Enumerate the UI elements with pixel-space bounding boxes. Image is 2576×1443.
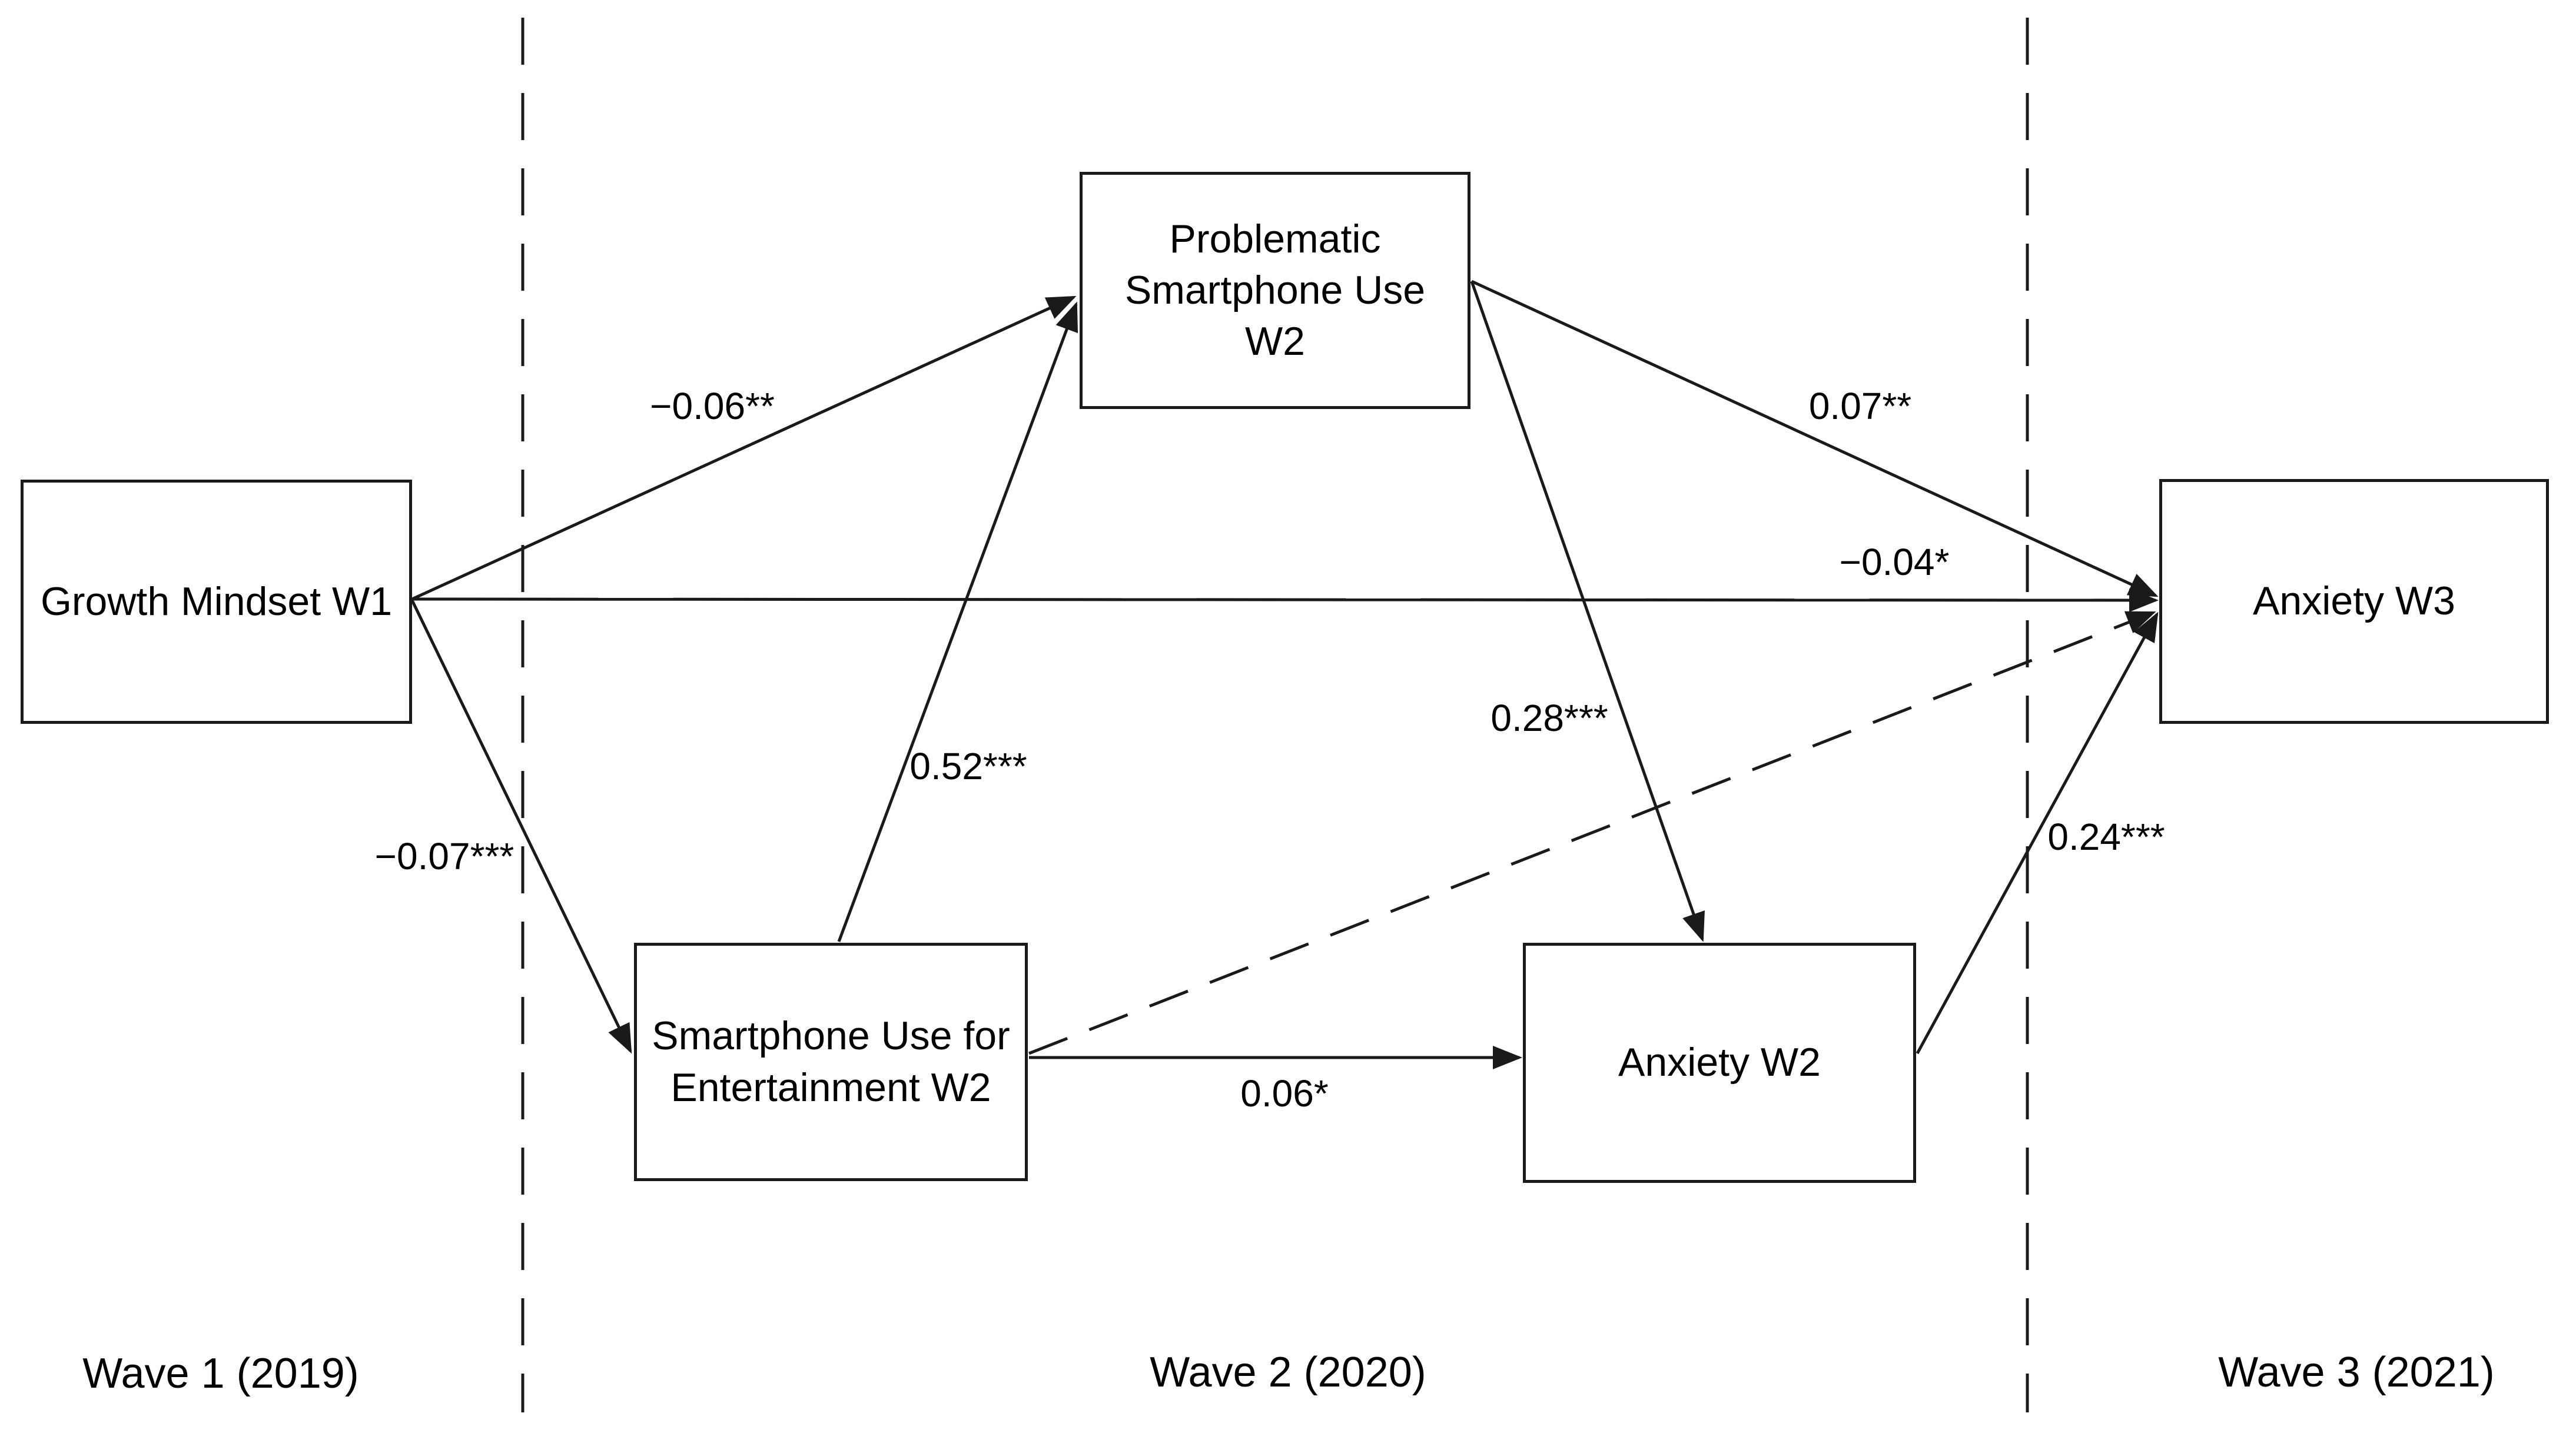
wave-2-caption: Wave 2 (2020) [1150,1349,1426,1396]
path-psu-to-anxiety-w3-line [1470,280,2159,597]
node-anxiety-w3-label: Anxiety W3 [2253,578,2455,624]
node-smartphone-use-entertainment-w2: Smartphone Use for Entertainment W2 [634,943,1028,1181]
coef-aw2-to-anxiety-w3: 0.24*** [2047,816,2165,858]
path-aw2-to-anxiety-w3-line [1916,611,2159,1055]
node-problematic-smartphone-use-w2-label: Problematic Smartphone Use W2 [1124,216,1426,364]
coef-gm-to-sue: −0.07*** [374,835,514,877]
node-smartphone-use-entertainment-w2-label: Smartphone Use for Entertainment W2 [652,1013,1010,1110]
path-gm-to-anxiety-w3-line [411,588,2159,612]
path-sue-to-anxiety-w3-dashed-line [1028,611,2156,1055]
coef-sue-to-anxiety-w2: 0.06* [1240,1072,1329,1115]
coef-gm-to-psu: −0.06** [650,385,775,427]
path-psu-to-anxiety-w2-line [1470,281,1705,942]
path-gm-to-sue-line [410,599,632,1054]
node-anxiety-w2-label: Anxiety W2 [1618,1040,1821,1085]
node-anxiety-w2: Anxiety W2 [1523,943,1916,1183]
coef-psu-to-anxiety-w2: 0.28*** [1491,697,1608,739]
node-anxiety-w3: Anxiety W3 [2159,479,2549,724]
wave-3-caption: Wave 3 (2021) [2218,1349,2495,1396]
coef-sue-to-psu: 0.52*** [909,745,1027,787]
path-gm-to-psu-line [411,295,1077,601]
node-growth-mindset-w1: Growth Mindset W1 [21,480,412,724]
node-growth-mindset-w1-label: Growth Mindset W1 [40,578,393,624]
wave-1-caption: Wave 1 (2019) [82,1350,359,1397]
path-sue-to-psu-line [837,301,1078,942]
coef-gm-to-anxiety-w3: −0.04* [1839,541,1950,583]
coef-psu-to-anxiety-w3: 0.07** [1808,385,1912,427]
node-problematic-smartphone-use-w2: Problematic Smartphone Use W2 [1080,172,1470,409]
